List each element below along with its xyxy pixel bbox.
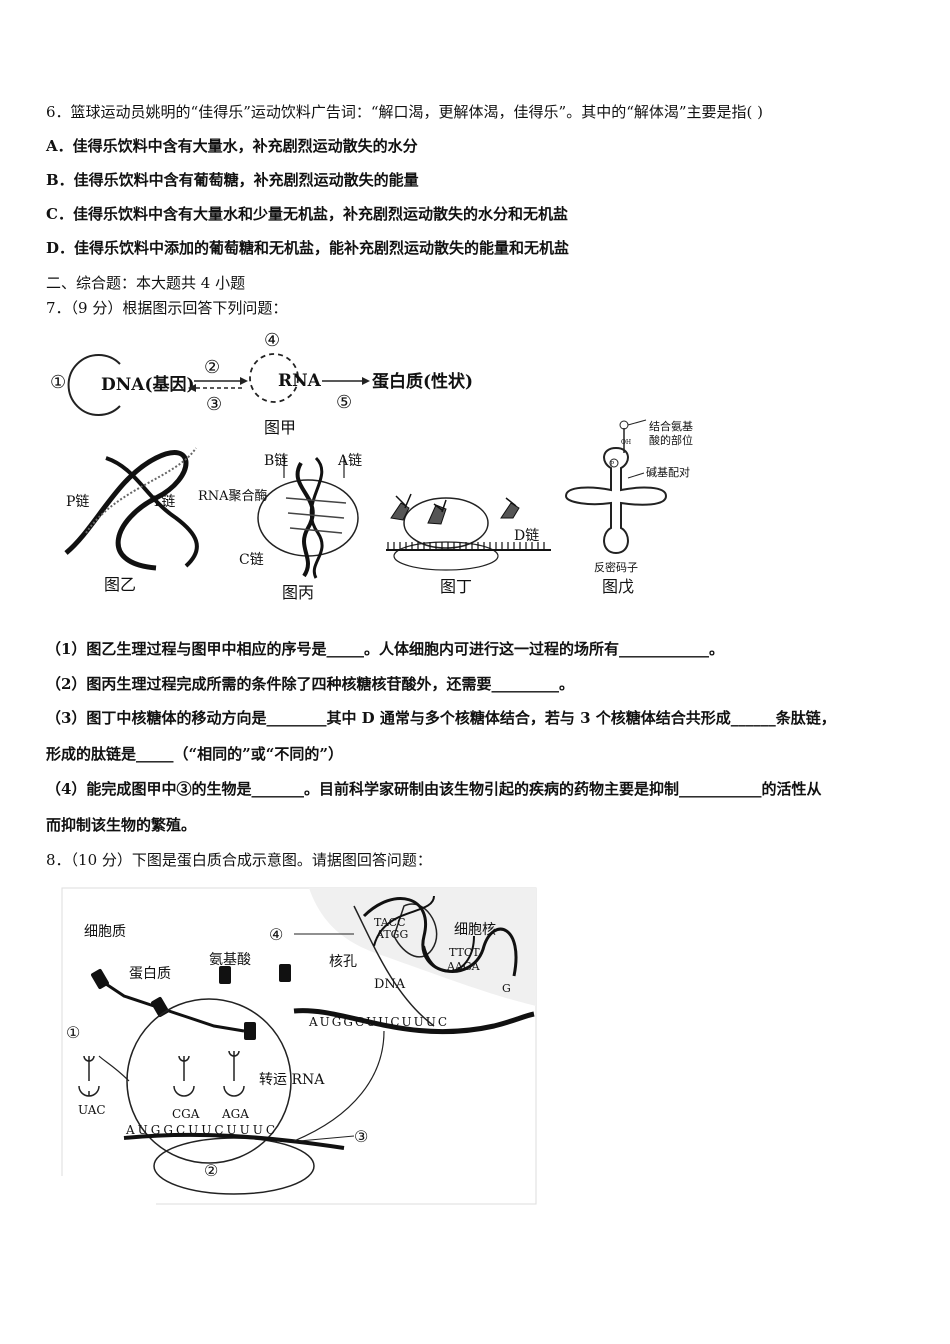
- label-4: ④: [269, 925, 283, 944]
- figure-jia: ① DNA(基因) ② ③ ④ RNA ⑤ 蛋白质(性状) 图甲: [50, 330, 473, 437]
- dna-label: DNA(基因): [101, 374, 195, 395]
- q7-sub4b: 而抑制该生物的繁殖。: [46, 816, 197, 834]
- dna-bottom-seq: TTCT: [449, 946, 480, 959]
- aga-label: AGA: [221, 1107, 249, 1121]
- label-2: ②: [204, 357, 220, 378]
- q7-sub1: （1）图乙生理过程与图甲中相应的序号是_____。人体细胞内可进行这一过程的场所…: [46, 640, 724, 658]
- figure-bing: B链 A链 RNA聚合酶 C链 图丙: [198, 453, 362, 602]
- rna-polymerase-label: RNA聚合酶: [198, 488, 268, 504]
- q6-option-b: B．佳得乐饮料中含有葡萄糖，补充剧烈运动散失的能量: [46, 171, 419, 189]
- q8-stem: 8．（10 分）下图是蛋白质合成示意图。请据图回答问题：: [46, 851, 432, 869]
- label-3: ③: [206, 394, 222, 415]
- label-5: ⑤: [336, 392, 352, 413]
- figure-bing-label: 图丙: [282, 583, 314, 602]
- label-4: ④: [264, 330, 280, 351]
- nucleus-label: 细胞核: [454, 922, 496, 938]
- figure-wu-label: 图戊: [602, 577, 634, 596]
- q8-figure: TACC ATGG TTCT AAGA G 细胞核 核孔 DNA ④ AUGGC…: [54, 887, 537, 1212]
- dna-bottom-seq-2: AAGA: [446, 960, 481, 973]
- dna-top-seq-2: ATGG: [375, 928, 408, 941]
- b-chain-label: B链: [264, 453, 288, 469]
- q7-sub4a: （4）能完成图甲中③的生物是_______。目前科学家研制由该生物引起的疾病的药…: [46, 780, 822, 798]
- oh-label: OH: [621, 439, 631, 446]
- c-chain-label: C链: [239, 552, 264, 568]
- q6-option-c: C．佳得乐饮料中含有大量水和少量无机盐，补充剧烈运动散失的水分和无机盐: [46, 205, 568, 223]
- q7-sub3b: 形成的肽链是_____（“相同的”或“不同的”）: [46, 745, 344, 763]
- replication-arc: [67, 354, 121, 416]
- p-label: P: [610, 461, 614, 468]
- section-heading: 二、综合题：本大题共 4 小题: [46, 274, 246, 292]
- amino-acid-label: 氨基酸: [209, 951, 251, 968]
- q6-stem: 6．篮球运动员姚明的“佳得乐”运动饮料广告词：“解口渴，更解体渴，佳得乐”。其中…: [46, 103, 764, 121]
- base-pair-label: 碱基配对: [646, 465, 690, 479]
- q7-figure: ① DNA(基因) ② ③ ④ RNA ⑤ 蛋白质(性状) 图甲 P链 T链 图…: [50, 330, 693, 602]
- protein-label: 蛋白质(性状): [372, 371, 473, 392]
- d-chain-label: D链: [514, 528, 539, 544]
- figure-jia-label: 图甲: [264, 418, 296, 437]
- rna-label: RNA: [278, 371, 322, 391]
- mrna-seq: AUGGCUUCUUUC: [125, 1123, 278, 1137]
- trna-label: 转运 RNA: [259, 1072, 325, 1088]
- protein-label: 蛋白质: [129, 966, 171, 982]
- q7-stem: 7．（9 分）根据图示回答下列问题：: [46, 299, 288, 317]
- aa-site-label-2: 酸的部位: [649, 433, 693, 447]
- t-chain-label: T链: [152, 494, 175, 510]
- p-chain-label: P链: [66, 494, 89, 510]
- label-1: ①: [66, 1023, 80, 1042]
- dna-top-seq: TACC: [374, 916, 406, 929]
- q7-sub3a: （3）图丁中核糖体的移动方向是________其中 D 通常与多个核糖体结合，若…: [46, 709, 836, 727]
- uac-label: UAC: [78, 1103, 106, 1117]
- pore-label: 核孔: [329, 954, 357, 970]
- q6-option-a: A．佳得乐饮料中含有大量水，补充剧烈运动散失的水分: [46, 137, 418, 155]
- figure-ding: D链 图丁: [386, 493, 551, 596]
- label-3: ③: [354, 1127, 368, 1146]
- cytoplasm-label: 细胞质: [84, 924, 126, 940]
- dna-label: DNA: [374, 977, 406, 992]
- rna-replication-circle: [249, 353, 299, 403]
- figure-yi-label: 图乙: [104, 575, 136, 594]
- label-2: ②: [204, 1161, 218, 1180]
- label-1: ①: [50, 372, 66, 393]
- q6-option-d: D．佳得乐饮料中添加的葡萄糖和无机盐，能补充剧烈运动散失的能量和无机盐: [46, 239, 570, 257]
- aa-site-label: 结合氨基: [649, 419, 693, 433]
- a-chain-label: A链: [337, 453, 362, 469]
- anticodon-label: 反密码子: [594, 560, 638, 574]
- figure-wu: OH P 结合氨基 酸的部位 碱基配对 反密码子 图戊: [564, 419, 693, 596]
- dna-g: G: [502, 982, 511, 995]
- q7-sub2: （2）图丙生理过程完成所需的条件除了四种核糖核苷酸外，还需要_________。: [46, 675, 574, 693]
- figure-ding-label: 图丁: [440, 577, 472, 596]
- mrna-top-seq: AUGGCUUCUUUC: [308, 1015, 449, 1029]
- cga-label: CGA: [172, 1107, 200, 1121]
- figure-yi: P链 T链 图乙: [64, 447, 199, 594]
